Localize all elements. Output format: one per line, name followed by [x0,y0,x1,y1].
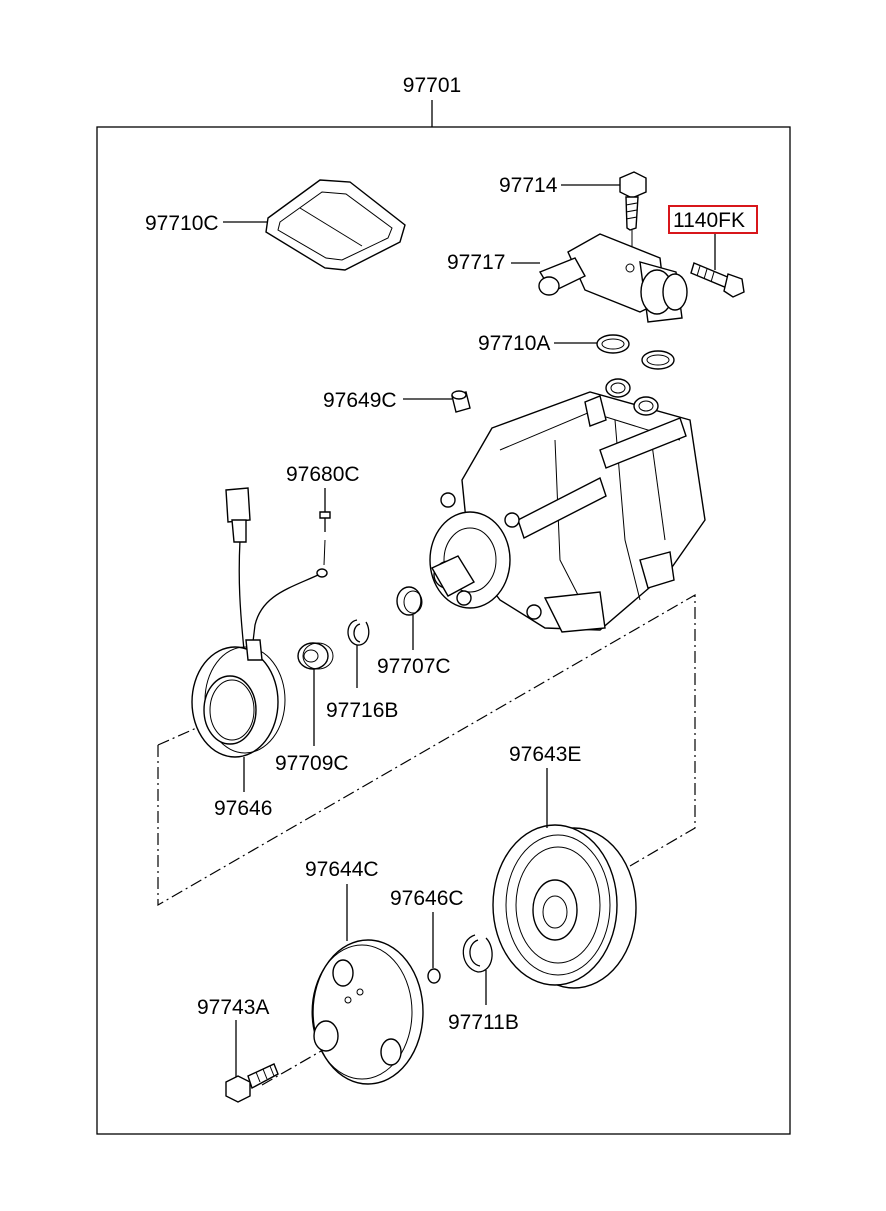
part-labels: 97714 1140FK 97710C 97717 97710A 97649C … [145,174,758,1034]
compressor-body [429,378,706,633]
label-97717[interactable]: 97717 [447,251,505,274]
assembly-label[interactable]: 97701 [403,74,461,97]
label-97643E[interactable]: 97643E [509,743,581,766]
label-97711B[interactable]: 97711B [448,1011,519,1034]
bolt-97743A [225,1063,279,1103]
label-97714[interactable]: 97714 [499,174,558,197]
bolt-1140FK [690,262,745,298]
gasket-plate [265,179,406,271]
snap-ring-97716B [347,619,370,646]
o-rings [596,334,675,370]
cap-97649C [451,390,471,413]
label-97707C[interactable]: 97707C [377,655,451,678]
label-97680C[interactable]: 97680C [286,463,360,486]
label-97646C[interactable]: 97646C [390,887,464,910]
label-97710A[interactable]: 97710A [478,332,550,355]
screw-and-wire [225,487,331,651]
drive-plate [311,939,424,1085]
label-1140FK[interactable]: 1140FK [673,209,745,232]
shim [427,968,441,984]
label-97743A[interactable]: 97743A [197,996,269,1019]
field-coil [191,639,286,758]
shaft-seal [396,586,423,616]
label-97716B[interactable]: 97716B [326,699,398,722]
bolt-97714 [619,171,647,262]
bracket-fitting [538,233,688,323]
assembly-frame: 97701 [96,74,791,1135]
label-97649C[interactable]: 97649C [323,389,397,412]
leader-lines [223,184,716,1077]
label-97710C[interactable]: 97710C [145,212,219,235]
highlight-box-1140FK [668,205,758,234]
label-97646[interactable]: 97646 [214,797,272,820]
pulley [492,824,637,989]
bearing [297,642,334,670]
label-97644C[interactable]: 97644C [305,858,379,881]
snap-ring-97711B [462,934,493,973]
label-97709C[interactable]: 97709C [275,752,349,775]
